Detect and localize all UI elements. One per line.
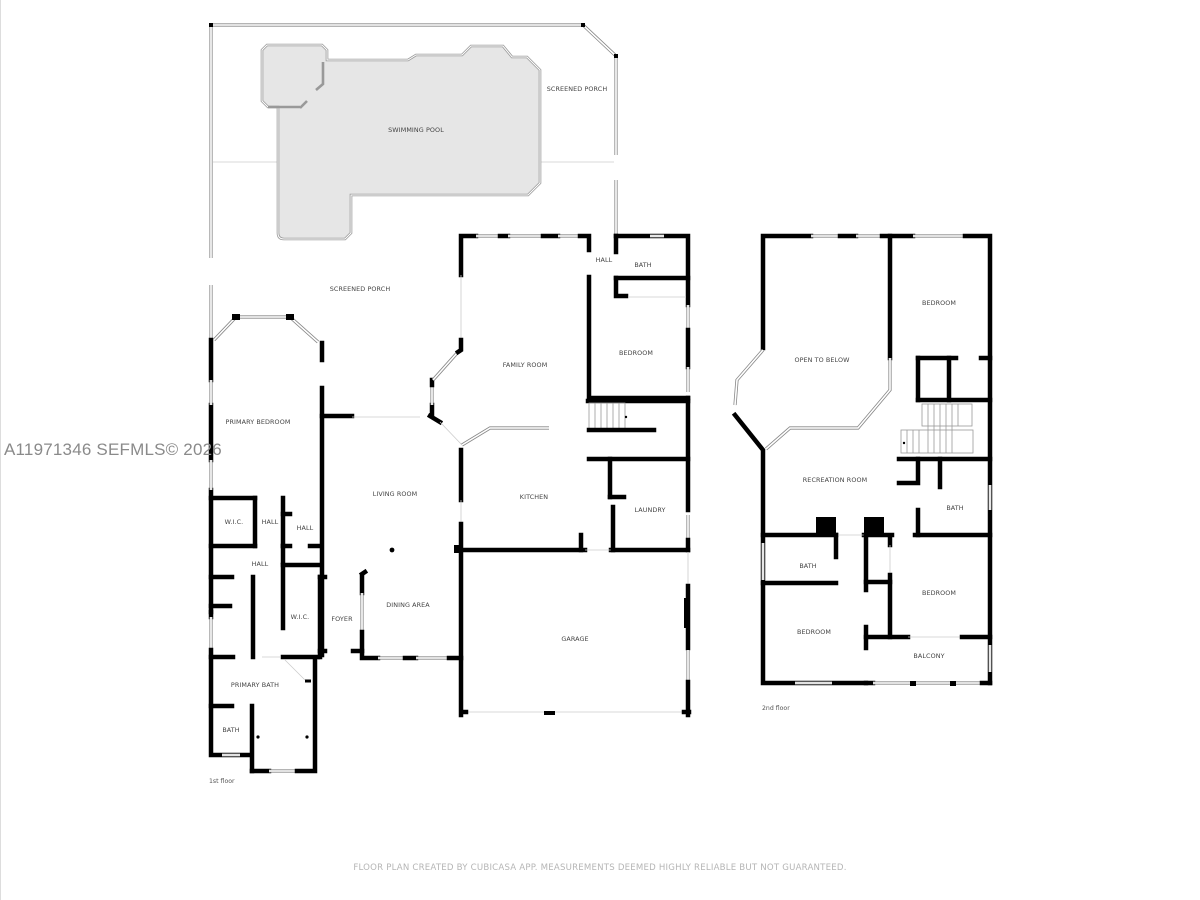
label-screened-porch-top: SCREENED PORCH	[547, 85, 608, 93]
swimming-pool	[260, 43, 542, 241]
label-bath-top: BATH	[634, 261, 651, 269]
label-wic-1: W.I.C.	[225, 518, 244, 526]
label-primary-bath: PRIMARY BATH	[231, 681, 279, 689]
label-bath: BATH	[222, 726, 239, 734]
label-recreation-room: RECREATION ROOM	[803, 476, 867, 484]
label-hall-1: HALL	[262, 518, 279, 526]
label-bedroom: BEDROOM	[619, 349, 653, 357]
primary-bath-walls	[208, 609, 318, 774]
label-garage: GARAGE	[561, 635, 588, 643]
label-swimming-pool: SWIMMING POOL	[388, 126, 444, 134]
family-kitchen-walls	[454, 233, 691, 718]
primary-suite-walls	[208, 495, 323, 681]
label-bedroom-2f-1: BEDROOM	[922, 299, 956, 307]
first-floor-label: 1st floor	[209, 778, 235, 785]
disclaimer-footer: FLOOR PLAN CREATED BY CUBICASA APP. MEAS…	[353, 863, 847, 873]
mls-watermark: A11971346 SEFMLS© 2026	[4, 440, 222, 459]
label-living-room: LIVING ROOM	[373, 490, 418, 498]
staircase	[588, 402, 628, 431]
label-dining-area: DINING AREA	[386, 601, 430, 609]
second-floor-label: 2nd floor	[762, 705, 790, 712]
garage-walls	[459, 552, 692, 718]
label-hall-2: HALL	[297, 524, 314, 532]
label-balcony: BALCONY	[913, 652, 944, 660]
screened-porch-enclosure	[209, 23, 618, 340]
staircase-2nd	[900, 403, 974, 454]
label-laundry: LAUNDRY	[634, 506, 665, 514]
label-kitchen: KITCHEN	[520, 493, 549, 501]
label-family-room: FAMILY ROOM	[503, 361, 548, 369]
bedroom-bath-laundry-walls	[585, 233, 691, 553]
room-labels: SCREENED PORCH SWIMMING POOL SCREENED PO…	[209, 85, 964, 785]
second-floor-plan	[731, 233, 993, 686]
living-dining-walls	[317, 350, 464, 661]
label-hall-top: HALL	[596, 256, 613, 264]
label-bath-2f-1: BATH	[946, 504, 963, 512]
label-wic-2: W.I.C.	[291, 613, 310, 621]
label-hall-3: HALL	[252, 560, 269, 568]
label-open-to-below: OPEN TO BELOW	[794, 356, 850, 364]
first-floor-plan	[208, 23, 692, 774]
label-bedroom-2f-3: BEDROOM	[797, 628, 831, 636]
label-primary-bedroom: PRIMARY BEDROOM	[226, 418, 291, 426]
label-foyer: FOYER	[331, 615, 353, 623]
label-bath-2f-2: BATH	[799, 562, 816, 570]
label-bedroom-2f-2: BEDROOM	[922, 589, 956, 597]
page-edge	[0, 0, 1, 900]
label-screened-porch: SCREENED PORCH	[330, 285, 391, 293]
